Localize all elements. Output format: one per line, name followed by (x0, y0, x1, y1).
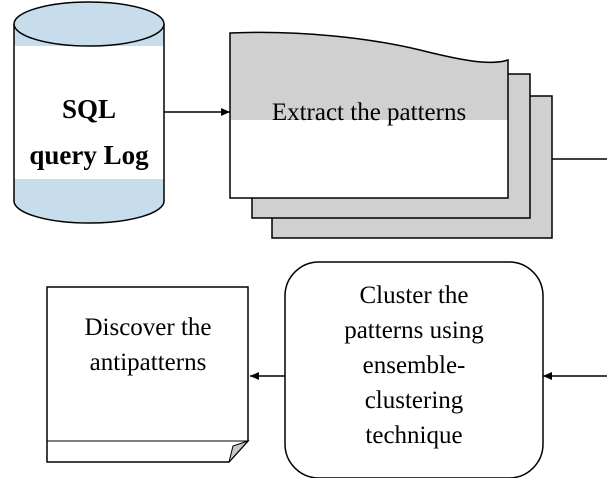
cluster-label-line5: technique (365, 422, 463, 449)
discover-antipatterns-label: Discover the antipatterns (48, 310, 248, 380)
sql-query-log-label: SQL query Log (14, 86, 164, 178)
cluster-label-line3: ensemble- (362, 352, 466, 379)
cluster-process-box (284, 261, 544, 478)
cluster-label-line2: patterns using (344, 317, 484, 344)
cluster-label-line1: Cluster the (359, 282, 469, 309)
sql-label-line2: query Log (29, 140, 149, 170)
extract-patterns-label: Extract the patterns (271, 99, 467, 126)
cluster-patterns-label: Cluster the patterns using ensemble- clu… (287, 278, 541, 453)
discover-label-line2: antipatterns (89, 349, 207, 376)
sql-query-log-cylinder (13, 1, 165, 224)
discover-antipatterns-document (46, 286, 250, 463)
cluster-label-line4: clustering (364, 387, 464, 414)
extract-patterns-multidocument (229, 31, 553, 239)
sql-label-line1: SQL (61, 94, 117, 124)
discover-label-line1: Discover the (84, 314, 212, 341)
